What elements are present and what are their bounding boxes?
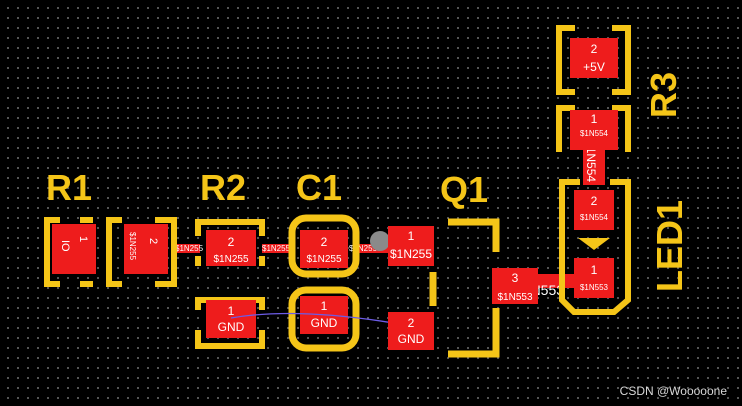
copper-tracks	[176, 147, 605, 288]
pad-net: $1N553	[497, 292, 532, 303]
pad-r3-2[interactable]	[570, 38, 618, 78]
r2-outline-top	[195, 219, 265, 266]
designator-led1: LED1	[649, 200, 690, 292]
pad-net: $1N553	[580, 283, 609, 292]
pad-number: 1	[591, 263, 598, 277]
component-r3[interactable]: R3 2 +5V 1 $1N554	[556, 25, 684, 152]
pad-c1-2[interactable]	[300, 230, 348, 268]
pad-number: 1	[228, 304, 235, 318]
track-label: $1N554	[584, 140, 598, 182]
component-led1[interactable]: LED1 2 $1N554 1 $1N553	[559, 179, 690, 315]
led1-polarity-icon	[578, 238, 610, 250]
pad-led1-2[interactable]	[574, 190, 614, 230]
c1-marker	[370, 231, 390, 251]
pad-number: 2	[321, 235, 328, 249]
r3-outline-top	[556, 25, 631, 95]
c1-outline-bottom	[288, 286, 360, 352]
designator-r3: R3	[643, 72, 684, 118]
pad-net: $1N554	[580, 129, 609, 138]
track-r1-r2[interactable]	[176, 244, 200, 253]
track-q1-led1[interactable]	[538, 274, 578, 288]
designator-r2: R2	[200, 167, 246, 208]
pad-r3-1[interactable]	[570, 110, 618, 150]
pad-number: 1	[321, 299, 328, 313]
r3-outline-bottom	[556, 105, 631, 152]
pad-net: $1N255	[128, 232, 137, 261]
pad-net: $1N255	[213, 254, 248, 265]
pad-number: 2	[147, 238, 159, 244]
pad-net: GND	[311, 316, 338, 330]
track-r2-c1[interactable]	[262, 244, 292, 253]
component-c1[interactable]: C1 2 $1N255 1 GND	[288, 167, 390, 352]
pad-r1-2[interactable]	[124, 224, 168, 274]
pad-number: 2	[408, 316, 415, 330]
track-c1-q1[interactable]	[355, 244, 389, 253]
pad-q1-3[interactable]	[492, 268, 538, 304]
component-r1[interactable]: R1 1 IO 2 $1N255	[44, 167, 177, 287]
track-r3-led1[interactable]	[583, 147, 605, 185]
pad-q1-1[interactable]	[388, 226, 434, 266]
r1-outline	[44, 217, 93, 287]
watermark-text: CSDN @Wooooone	[620, 384, 728, 398]
designator-r1: R1	[46, 167, 92, 208]
pad-number: 1	[408, 229, 415, 243]
pad-net: +5V	[583, 60, 605, 74]
ratsnest-gnd	[230, 312, 412, 327]
r1-outline-right	[106, 217, 177, 287]
pad-net: GND	[398, 332, 425, 346]
track-label: $1N255	[262, 244, 291, 253]
pad-number: 3	[512, 271, 519, 285]
pad-number: 2	[228, 235, 235, 249]
pad-led1-1[interactable]	[574, 258, 614, 298]
pad-q1-2[interactable]	[388, 312, 434, 350]
pad-number: 2	[591, 194, 598, 208]
pad-net: $1N255	[306, 254, 341, 265]
pad-r2-1[interactable]	[206, 300, 256, 338]
pad-net: GND	[218, 320, 245, 334]
track-label: $1N255	[175, 244, 204, 253]
component-r2[interactable]: R2 2 $1N255 1 GND	[195, 167, 265, 349]
led1-outline	[559, 179, 631, 315]
designator-q1: Q1	[440, 169, 488, 210]
pad-number: 1	[77, 236, 89, 242]
pad-number: 1	[591, 112, 598, 126]
pad-net: IO	[59, 240, 71, 252]
pad-number: 2	[591, 42, 598, 56]
q1-outline	[448, 218, 500, 358]
pad-r2-2[interactable]	[206, 230, 256, 266]
component-q1[interactable]: Q1 1 $1N255 2 GND 3 $1N553	[388, 169, 538, 358]
pad-net: $1N255	[390, 247, 432, 261]
track-label: $1N255	[349, 244, 378, 253]
designator-c1: C1	[296, 167, 342, 208]
pad-net: $1N554	[580, 213, 609, 222]
c1-outline-top	[288, 214, 360, 278]
pad-r1-1[interactable]	[52, 224, 96, 274]
